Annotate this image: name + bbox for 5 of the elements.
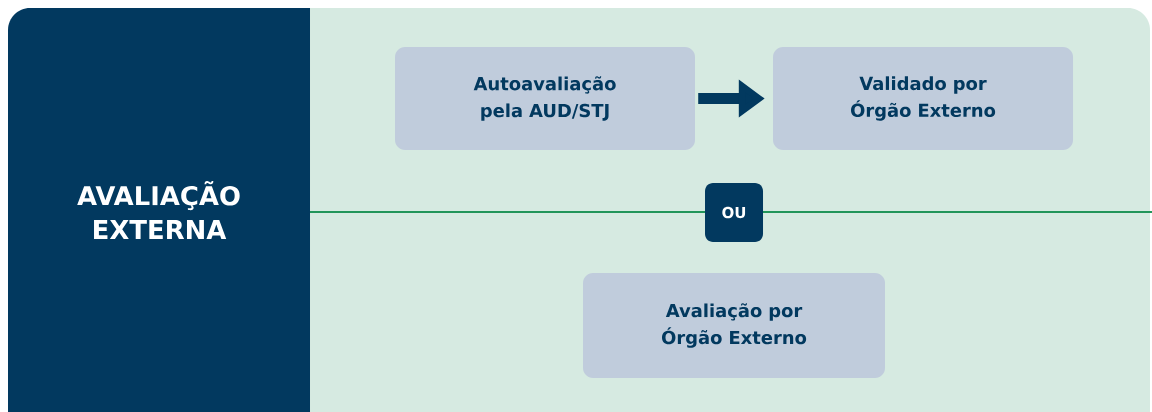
process-box: Validado por Órgão Externo <box>773 47 1073 150</box>
process-box: Avaliação por Órgão Externo <box>583 273 885 378</box>
process-box: Autoavaliação pela AUD/STJ <box>395 47 695 150</box>
or-badge: OU <box>705 183 763 242</box>
side-panel: AVALIAÇÃO EXTERNA <box>8 8 351 412</box>
